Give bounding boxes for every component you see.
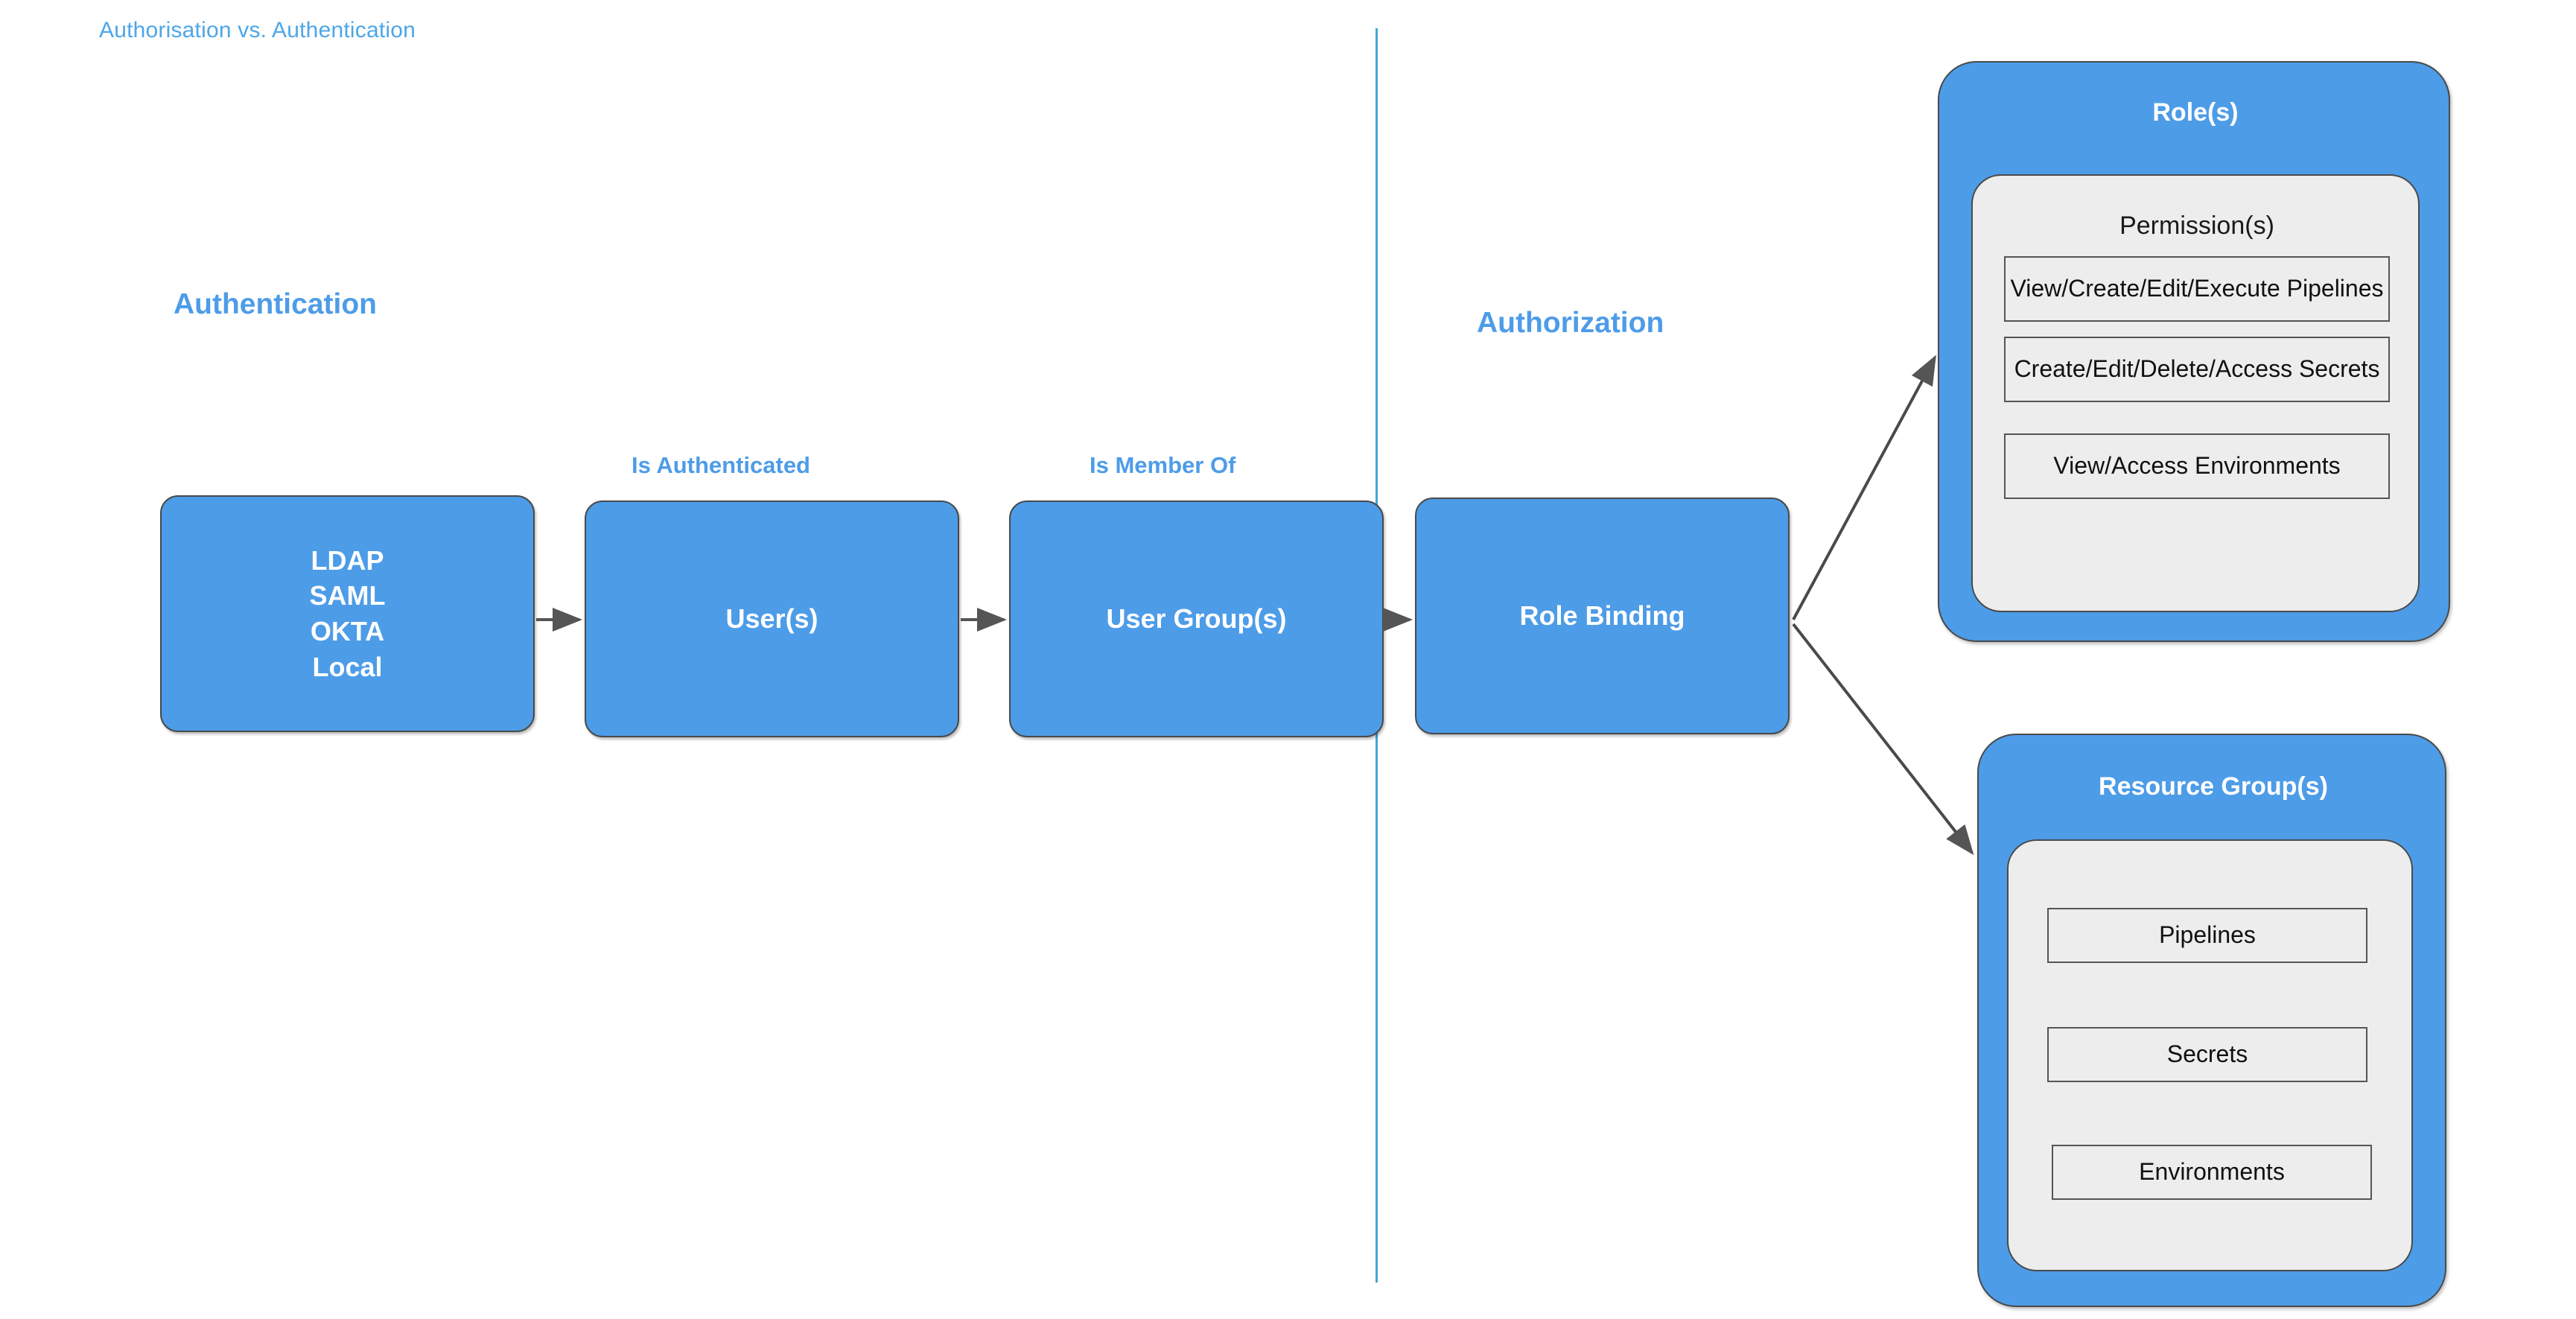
resource-item[interactable]: Environments (2052, 1145, 2372, 1200)
node-user-groups[interactable]: User Group(s) (1009, 500, 1384, 737)
node-role-binding-label: Role Binding (1519, 600, 1685, 632)
node-role-binding[interactable]: Role Binding (1415, 498, 1790, 734)
panel-permissions: Permission(s) View/Create/Edit/Execute P… (1971, 174, 2420, 612)
permission-item[interactable]: View/Access Environments (2004, 433, 2390, 499)
node-identity-providers-label: LDAP SAML OKTA Local (310, 543, 386, 684)
panel-permissions-title: Permission(s) (2119, 212, 2274, 240)
panel-roles[interactable]: Role(s) Permission(s) View/Create/Edit/E… (1938, 61, 2450, 642)
panel-roles-title: Role(s) (2152, 98, 2239, 127)
node-users[interactable]: User(s) (585, 500, 959, 737)
provider-local: Local (312, 651, 383, 682)
arrow-rolebinding-to-resources (1792, 623, 1974, 856)
node-identity-providers[interactable]: LDAP SAML OKTA Local (160, 495, 535, 732)
edge-label-is-authenticated: Is Authenticated (632, 452, 810, 478)
section-heading-authorization: Authorization (1477, 307, 1664, 339)
node-user-groups-label: User Group(s) (1106, 603, 1287, 635)
resource-item[interactable]: Secrets (2047, 1027, 2367, 1082)
panel-resource-groups-title: Resource Group(s) (2099, 772, 2328, 801)
provider-okta: OKTA (310, 616, 385, 646)
resource-item[interactable]: Pipelines (2047, 908, 2367, 963)
edge-label-is-member-of: Is Member Of (1090, 452, 1236, 478)
page-title: Authorisation vs. Authentication (99, 18, 416, 42)
provider-saml: SAML (309, 580, 386, 611)
provider-ldap: LDAP (311, 544, 384, 576)
panel-resource-list: Pipelines Secrets Environments (2007, 839, 2413, 1271)
permission-item[interactable]: Create/Edit/Delete/Access Secrets (2004, 337, 2390, 402)
arrow-rolebinding-to-roles (1792, 355, 1936, 620)
panel-resource-groups[interactable]: Resource Group(s) Pipelines Secrets Envi… (1977, 734, 2446, 1307)
section-heading-authentication: Authentication (174, 288, 377, 320)
node-users-label: User(s) (725, 603, 818, 635)
permission-item[interactable]: View/Create/Edit/Execute Pipelines (2004, 256, 2390, 322)
